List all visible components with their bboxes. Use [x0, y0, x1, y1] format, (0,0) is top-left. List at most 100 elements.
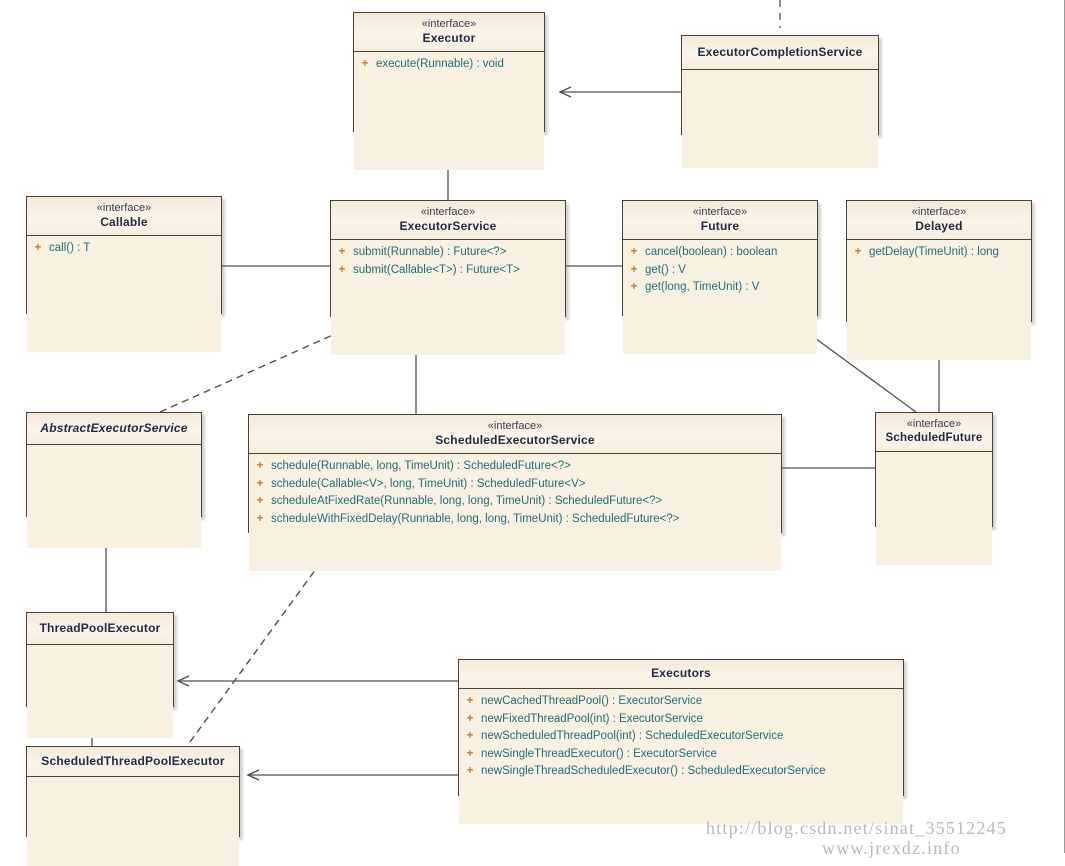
- class-box-executor-completion-service[interactable]: ExecutorCompletionService: [681, 35, 879, 168]
- class-stereotype: «interface»: [421, 18, 477, 30]
- class-box-abstract-executor-service[interactable]: AbstractExecutorService: [26, 412, 202, 548]
- class-stereotype: «interface»: [692, 206, 748, 218]
- visibility-marker: +: [630, 281, 638, 293]
- class-header-scheduled-executor-service: «interface» ScheduledExecutorService: [249, 415, 781, 454]
- watermark-url: http://blog.csdn.net/sinat_35512245: [706, 818, 1007, 838]
- class-members-executor: + execute(Runnable) : void: [354, 52, 544, 170]
- class-name: Delayed: [915, 219, 963, 233]
- visibility-marker: +: [466, 730, 474, 742]
- class-members-delayed: + getDelay(TimeUnit) : long: [847, 240, 1031, 360]
- rel-abstractexecutorservice-to-executorservice: [159, 320, 365, 413]
- class-box-thread-pool-executor[interactable]: ThreadPoolExecutor: [26, 612, 174, 738]
- member-signature: newSingleThreadScheduledExecutor() : Sch…: [481, 765, 826, 777]
- class-members-executor-completion-service: [682, 70, 878, 168]
- member-row: + schedule(Runnable, long, TimeUnit) : S…: [249, 458, 781, 476]
- class-members-scheduled-executor-service: + schedule(Runnable, long, TimeUnit) : S…: [249, 454, 781, 571]
- class-name: ScheduledFuture: [885, 432, 983, 444]
- class-name: ExecutorCompletionService: [697, 45, 863, 59]
- class-members-executors: + newCachedThreadPool() : ExecutorServic…: [459, 689, 903, 824]
- class-box-scheduled-thread-pool-executor[interactable]: ScheduledThreadPoolExecutor: [26, 746, 240, 866]
- visibility-marker: +: [256, 460, 264, 472]
- visibility-marker: +: [466, 712, 474, 725]
- member-row: + execute(Runnable) : void: [354, 56, 544, 74]
- class-members-thread-pool-executor: [27, 645, 173, 738]
- member-signature: newSingleThreadExecutor() : ExecutorServ…: [481, 747, 717, 760]
- class-name: Future: [700, 219, 740, 233]
- class-box-delayed[interactable]: «interface» Delayed + getDelay(TimeUnit)…: [846, 200, 1032, 360]
- class-header-future: «interface» Future: [623, 201, 817, 240]
- member-signature: scheduleAtFixedRate(Runnable, long, long…: [271, 495, 663, 507]
- member-signature: newScheduledThreadPool(int) : ScheduledE…: [481, 730, 784, 742]
- visibility-marker: +: [256, 495, 264, 507]
- class-name: AbstractExecutorService: [40, 421, 188, 435]
- visibility-marker: +: [854, 246, 862, 258]
- class-header-delayed: «interface» Delayed: [847, 201, 1031, 240]
- class-header-callable: «interface» Callable: [27, 197, 221, 236]
- class-name: Executors: [651, 666, 711, 680]
- class-stereotype: «interface»: [906, 418, 962, 430]
- class-header-scheduled-future: «interface» ScheduledFuture: [876, 413, 992, 452]
- member-row: + newSingleThreadScheduledExecutor() : S…: [459, 763, 903, 781]
- member-row: + get() : V: [623, 262, 817, 280]
- member-row: + cancel(boolean) : boolean: [623, 244, 817, 262]
- class-header-scheduled-thread-pool-executor: ScheduledThreadPoolExecutor: [27, 747, 239, 777]
- visibility-marker: +: [466, 695, 474, 707]
- visibility-marker: +: [466, 747, 474, 760]
- visibility-marker: +: [34, 242, 42, 254]
- class-box-future[interactable]: «interface» Future + cancel(boolean) : b…: [622, 200, 818, 354]
- visibility-marker: +: [256, 512, 264, 525]
- member-row: + newFixedThreadPool(int) : ExecutorServ…: [459, 711, 903, 729]
- member-signature: call() : T: [49, 242, 91, 254]
- class-stereotype: «interface»: [96, 202, 152, 214]
- visibility-marker: +: [338, 263, 346, 276]
- member-signature: schedule(Callable<V>, long, TimeUnit) : …: [271, 477, 586, 490]
- visibility-marker: +: [630, 263, 638, 276]
- class-members-future: + cancel(boolean) : boolean + get() : V …: [623, 240, 817, 354]
- class-name: ScheduledThreadPoolExecutor: [41, 754, 225, 768]
- member-signature: scheduleWithFixedDelay(Runnable, long, l…: [271, 512, 680, 525]
- class-members-executor-service: + submit(Runnable) : Future<?> + submit(…: [331, 240, 565, 355]
- class-stereotype: «interface»: [420, 206, 476, 218]
- member-signature: submit(Callable<T>) : Future<T>: [353, 263, 520, 276]
- member-row: + scheduleAtFixedRate(Runnable, long, lo…: [249, 493, 781, 511]
- member-row: + get(long, TimeUnit) : V: [623, 279, 817, 297]
- member-signature: cancel(boolean) : boolean: [645, 246, 778, 258]
- member-row: + call() : T: [27, 240, 221, 258]
- member-signature: newFixedThreadPool(int) : ExecutorServic…: [481, 712, 703, 725]
- member-signature: schedule(Runnable, long, TimeUnit) : Sch…: [271, 460, 571, 472]
- class-box-scheduled-executor-service[interactable]: «interface» ScheduledExecutorService + s…: [248, 414, 782, 571]
- class-box-executor[interactable]: «interface» Executor + execute(Runnable)…: [353, 12, 545, 170]
- class-header-executor-completion-service: ExecutorCompletionService: [682, 36, 878, 70]
- class-members-callable: + call() : T: [27, 236, 221, 352]
- member-signature: submit(Runnable) : Future<?>: [353, 246, 507, 258]
- member-row: + getDelay(TimeUnit) : long: [847, 244, 1031, 262]
- visibility-marker: +: [361, 58, 369, 70]
- class-name: Callable: [100, 215, 148, 229]
- visibility-marker: +: [630, 246, 638, 258]
- class-header-executors: Executors: [459, 660, 903, 689]
- member-row: + newScheduledThreadPool(int) : Schedule…: [459, 728, 903, 746]
- class-members-abstract-executor-service: [27, 445, 201, 548]
- member-row: + newCachedThreadPool() : ExecutorServic…: [459, 693, 903, 711]
- watermark-site: www.jrexdz.info: [822, 838, 961, 858]
- visibility-marker: +: [256, 477, 264, 490]
- member-signature: execute(Runnable) : void: [376, 58, 504, 70]
- class-box-scheduled-future[interactable]: «interface» ScheduledFuture: [875, 412, 993, 565]
- member-row: + submit(Runnable) : Future<?>: [331, 244, 565, 262]
- class-header-executor: «interface» Executor: [354, 13, 544, 52]
- class-stereotype: «interface»: [911, 206, 967, 218]
- class-name: Executor: [422, 31, 476, 45]
- member-signature: newCachedThreadPool() : ExecutorService: [481, 695, 703, 707]
- member-signature: get() : V: [645, 263, 686, 276]
- class-name: ScheduledExecutorService: [435, 433, 595, 447]
- member-row: + newSingleThreadExecutor() : ExecutorSe…: [459, 746, 903, 764]
- class-members-scheduled-future: [876, 452, 992, 565]
- class-box-executor-service[interactable]: «interface» ExecutorService + submit(Run…: [330, 200, 566, 355]
- visibility-marker: +: [338, 246, 346, 258]
- member-signature: get(long, TimeUnit) : V: [645, 281, 760, 293]
- member-row: + schedule(Callable<V>, long, TimeUnit) …: [249, 476, 781, 494]
- class-box-callable[interactable]: «interface» Callable + call() : T: [26, 196, 222, 352]
- class-box-executors[interactable]: Executors + newCachedThreadPool() : Exec…: [458, 659, 904, 824]
- visibility-marker: +: [466, 765, 474, 777]
